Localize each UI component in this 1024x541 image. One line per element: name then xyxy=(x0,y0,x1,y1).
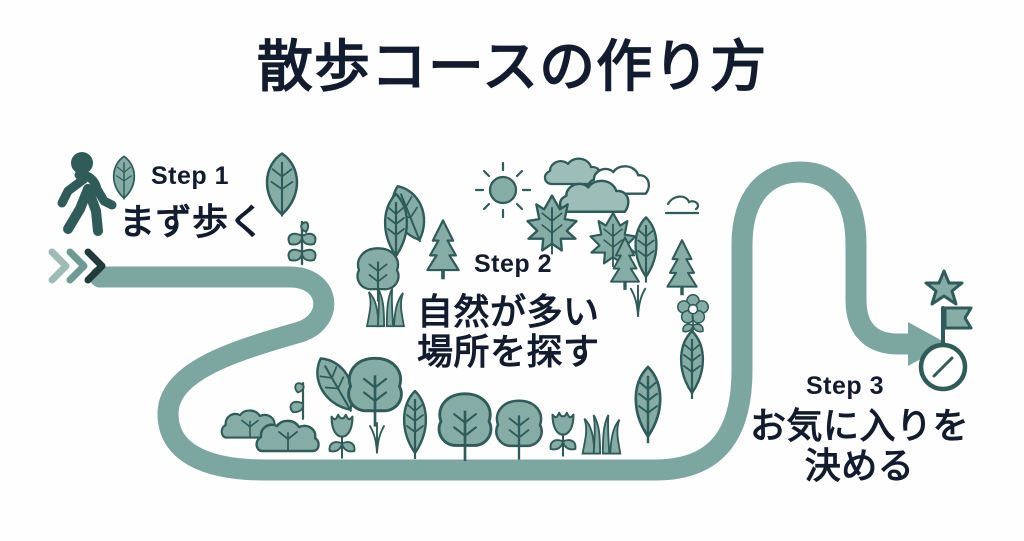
leaf-icon xyxy=(265,152,299,218)
sun-icon xyxy=(474,161,532,219)
step-2-text: 自然が多い 場所を探す xyxy=(417,291,600,373)
tulip-icon xyxy=(328,413,356,460)
step-2-line-2: 場所を探す xyxy=(417,331,600,373)
poplar-tree-icon xyxy=(634,216,658,284)
grass-icon xyxy=(366,287,405,328)
poplar-tree-icon xyxy=(634,365,662,445)
step-2-line-1: 自然が多い xyxy=(417,291,600,332)
flower-icon xyxy=(676,293,710,337)
step-3-text: お気に入りを 決める xyxy=(750,405,970,487)
cloud-outline-icon xyxy=(664,195,700,215)
grass-tuft-icon xyxy=(369,422,385,454)
grass-icon xyxy=(581,414,622,455)
cloud-icon xyxy=(558,179,630,213)
broadleaf-tree-icon xyxy=(437,392,493,463)
page-title: 散歩コースの作り方 xyxy=(256,35,768,98)
broadleaf-tree-icon xyxy=(495,399,543,461)
compass-icon xyxy=(918,342,968,392)
sprig-icon xyxy=(289,381,305,420)
star-icon xyxy=(924,269,964,306)
walking-route-path xyxy=(89,161,948,481)
poplar-tree-icon xyxy=(402,389,428,461)
step-3-label: Step 3 xyxy=(806,372,885,400)
step-1-text: まず歩く xyxy=(119,201,266,242)
grass-tuft-icon xyxy=(629,284,647,317)
broadleaf-tree-icon xyxy=(347,356,403,429)
step-1-label: Step 1 xyxy=(151,162,230,190)
pine-tree-icon xyxy=(426,219,460,281)
sprig-icon xyxy=(287,220,317,266)
step-2-label: Step 2 xyxy=(474,250,553,278)
step-3-line-1: お気に入りを xyxy=(750,405,970,446)
step-3-line-2: 決める xyxy=(804,445,915,487)
chevron-triple-icon xyxy=(48,248,106,284)
flag-icon xyxy=(941,306,973,350)
walking-person-icon xyxy=(57,152,117,236)
arrow-right-icon xyxy=(908,322,948,366)
tulip-icon xyxy=(549,411,577,458)
pine-tree-icon xyxy=(666,239,698,297)
leaf-icon xyxy=(112,155,136,201)
step-1-line-1: まず歩く xyxy=(119,201,266,242)
poplar-tree-icon xyxy=(679,329,705,401)
bush-icon xyxy=(255,419,320,453)
